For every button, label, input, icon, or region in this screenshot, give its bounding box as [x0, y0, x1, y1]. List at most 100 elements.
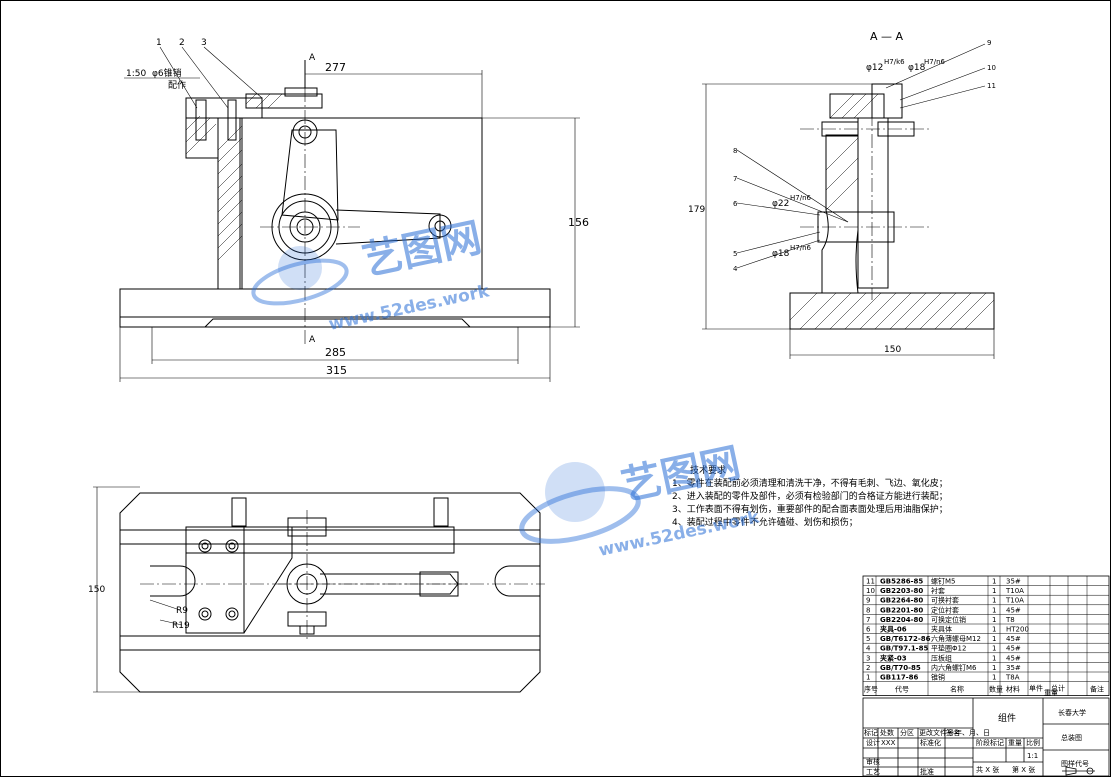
- bom-cell-name: 螺钉M5: [931, 577, 956, 586]
- section-label: A — A: [870, 30, 904, 43]
- leader-8: 8: [733, 147, 737, 155]
- leader-11: 11: [987, 82, 996, 90]
- bom-cell-code: GB2264-80: [880, 597, 923, 605]
- front-dimensions: [119, 46, 580, 382]
- dim-315: 315: [326, 364, 347, 377]
- leader-4: 4: [733, 265, 738, 273]
- bom-cell-code: GB/T97.1-85: [880, 645, 928, 653]
- tb-approve: 批准: [920, 767, 934, 776]
- top-dimensions: [93, 486, 183, 693]
- bom-cell-mat: 45#: [1006, 645, 1021, 653]
- bom-cell-no: 1: [866, 674, 870, 682]
- leader-3: 3: [201, 38, 207, 48]
- tb-stage: 阶段标记: [976, 738, 1004, 747]
- bom-cell-qty: 1: [992, 674, 996, 682]
- bom-cell-mat: T10A: [1005, 597, 1024, 605]
- title-block: [862, 697, 1110, 777]
- bom-weight-label: 重量: [1044, 689, 1058, 697]
- fit-2-tol: H7/n6: [924, 58, 946, 66]
- bom-header-cell: 数量: [989, 685, 1003, 694]
- leader-5: 5: [733, 250, 737, 258]
- tb-design-name: XXX: [881, 739, 896, 747]
- bom-header-cell: 名称: [950, 685, 964, 694]
- dim-285: 285: [325, 346, 346, 359]
- bom-cell-qty: 1: [992, 587, 996, 595]
- fit-2-dia: φ18: [908, 63, 926, 73]
- bom-cell-name: 六角薄螺母M12: [931, 634, 981, 643]
- bom-cell-name: 夹具体: [931, 625, 952, 634]
- fit-1-tol: H7/k6: [884, 58, 905, 66]
- bom-cell-qty: 1: [992, 635, 996, 643]
- bom-cell-no: 11: [866, 578, 875, 586]
- dim-277: 277: [325, 61, 346, 74]
- tb-assembly: 组件: [998, 712, 1016, 724]
- bom-header-cell: 材料: [1006, 685, 1020, 694]
- bom-header-cell: 备注: [1090, 685, 1104, 694]
- tb-design: 设计: [866, 738, 880, 747]
- tb-drawing-code: 图样代号: [1061, 759, 1089, 768]
- bom-cell-code: GB2204-80: [880, 616, 923, 624]
- radius-r9: R9: [176, 606, 188, 616]
- top-dim-150: 150: [88, 585, 105, 595]
- bom-header-cell: 序号: [864, 685, 878, 694]
- side-dim-150: 150: [884, 345, 901, 355]
- bom-cell-mat: 45#: [1006, 606, 1021, 614]
- bom-cell-name: 定位衬套: [931, 605, 959, 614]
- tb-drawing-type: 总装图: [1061, 733, 1082, 742]
- tech-item-2: 2、进入装配的零件及部件，必须有检验部门的合格证方能进行装配；: [672, 490, 948, 502]
- tb-scale-value: 1:1: [1027, 752, 1038, 760]
- fit-3-dia: φ22: [772, 199, 789, 209]
- bom-cell-qty: 1: [992, 626, 996, 634]
- bom-cell-no: 9: [866, 597, 870, 605]
- bom-cell-name: 锥销: [931, 673, 945, 682]
- fit-3-tol: H7/n6: [790, 194, 812, 202]
- bom-cell-name: 衬套: [931, 586, 945, 595]
- bom-cell-mat: T8: [1005, 616, 1015, 624]
- bom-border: [862, 575, 1110, 696]
- bom-cell-mat: T8A: [1005, 674, 1020, 682]
- bom-cell-code: GB/T6172-86: [880, 635, 931, 643]
- tech-requirements: 技术要求 1、零件在装配前必须清理和清洗干净，不得有毛刺、飞边、氧化皮； 2、进…: [672, 464, 948, 528]
- bom-cell-no: 7: [866, 616, 870, 624]
- tb-mark-1: 处数: [880, 728, 894, 737]
- tb-mark-4: 签名: [946, 728, 960, 737]
- bom-cell-code: 夹具-06: [880, 625, 907, 634]
- bom-cell-code: GB/T70-85: [880, 664, 921, 672]
- watermark-cn-1: 艺图网: [359, 215, 486, 285]
- title-block-text: 组件 长春大学 总装图 图样代号 标记 处数 分区 更改文件号 签名 年、月、日…: [864, 708, 1089, 776]
- section-mark-top: A: [309, 53, 316, 63]
- bom-cell-code: GB2203-80: [880, 587, 923, 595]
- bom-cell-name: 可换衬套: [931, 596, 959, 605]
- bom-header-cell: 单件: [1029, 684, 1043, 693]
- bom-cell-no: 5: [866, 635, 870, 643]
- fit-1-dia: φ12: [866, 63, 883, 73]
- watermark-url-2: www.52des.work: [597, 507, 762, 561]
- tb-sheets: 共 X 张: [976, 765, 999, 774]
- leader-6: 6: [733, 200, 738, 208]
- tech-title: 技术要求: [690, 464, 726, 476]
- bom-cell-code: GB117-86: [880, 674, 918, 682]
- leader-7: 7: [733, 175, 737, 183]
- tech-item-1: 1、零件在装配前必须清理和清洗干净，不得有毛刺、飞边、氧化皮；: [672, 477, 948, 489]
- projection-symbol: [1062, 766, 1095, 776]
- tb-school: 长春大学: [1058, 708, 1086, 717]
- fit-4-tol: H7/n6: [790, 244, 812, 252]
- pin-note-2: 配作: [168, 79, 186, 91]
- front-hatching: [185, 93, 283, 261]
- bom-cell-no: 2: [866, 664, 870, 672]
- bom-cell-qty: 1: [992, 645, 996, 653]
- tb-scale: 比例: [1026, 738, 1040, 747]
- bom-cell-qty: 1: [992, 578, 996, 586]
- bom-cell-code: GB2201-80: [880, 606, 923, 614]
- bom-cell-code: GB5286-85: [880, 578, 923, 586]
- tb-review: 审核: [866, 757, 880, 766]
- bom-cell-no: 3: [866, 654, 870, 662]
- bom-cell-no: 8: [866, 606, 870, 614]
- tb-std: 标准化: [920, 738, 941, 747]
- scale-note: 1:50: [126, 69, 146, 79]
- bom-cell-no: 6: [866, 626, 871, 634]
- tb-sheet-no: 第 X 张: [1012, 765, 1035, 774]
- bom-cell-name: 压板组: [931, 653, 952, 662]
